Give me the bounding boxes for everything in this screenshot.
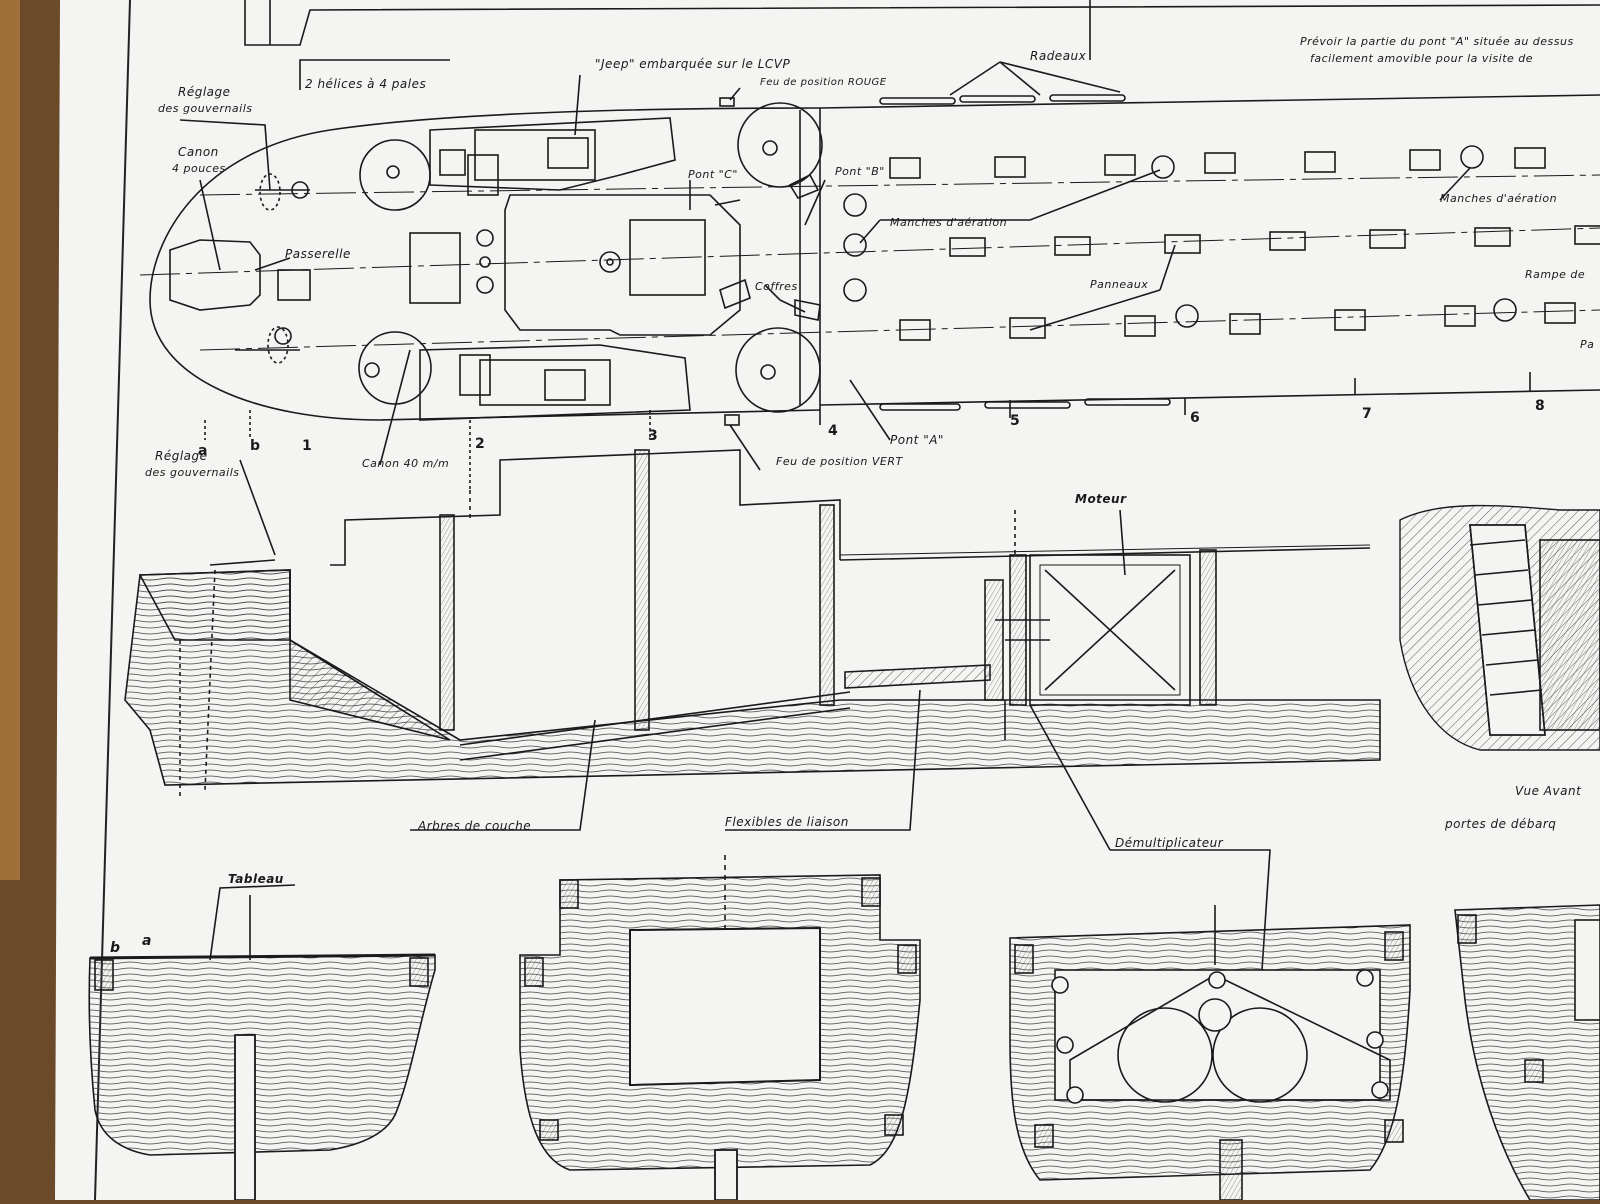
- label-passerelle: Passerelle: [285, 247, 351, 261]
- label-moteur: Moteur: [1075, 492, 1127, 506]
- plan-labels: 2 hélices à 4 pales "Jeep" embarquée sur…: [158, 35, 1594, 470]
- label-vue-avant: Vue Avant: [1515, 784, 1582, 798]
- label-manches-2: Manches d'aération: [1440, 192, 1557, 205]
- station-8: 8: [1535, 398, 1545, 414]
- label-panneaux: Panneaux: [1090, 278, 1148, 291]
- label-feu-rouge: Feu de position ROUGE: [760, 77, 887, 88]
- profile-labels: Réglage des gouvernails Moteur Arbres de…: [145, 449, 1582, 850]
- label-section-a: a: [142, 933, 151, 949]
- label-flexibles: Flexibles de liaison: [725, 815, 849, 829]
- label-gouvernails-top: des gouvernails: [158, 102, 253, 115]
- note-line-2: facilement amovible pour la visite de: [1310, 52, 1533, 65]
- label-jeep: "Jeep" embarquée sur le LCVP: [595, 57, 790, 71]
- label-canon: Canon: [178, 145, 219, 159]
- label-portes: portes de débarq: [1444, 817, 1556, 831]
- label-section-b: b: [110, 940, 120, 956]
- station-b: b: [250, 438, 260, 454]
- station-3: 3: [648, 428, 658, 444]
- label-gouvernails-profile: des gouvernails: [145, 466, 240, 479]
- label-canon-size: 4 pouces: [172, 162, 226, 175]
- station-1: 1: [302, 438, 312, 454]
- note-line-1: Prévoir la partie du pont "A" située au …: [1300, 35, 1574, 48]
- section-views: [88, 855, 1600, 1201]
- section-labels: Tableau b a: [110, 872, 284, 956]
- label-pont-c: Pont "C": [688, 168, 738, 181]
- label-demultiplicateur: Démultiplicateur: [1115, 836, 1224, 850]
- wood-edge: [0, 0, 20, 880]
- station-7: 7: [1362, 406, 1372, 422]
- station-2: 2: [475, 436, 485, 452]
- label-rampe: Rampe de: [1525, 268, 1585, 281]
- label-tableau: Tableau: [228, 872, 284, 886]
- station-6: 6: [1190, 410, 1200, 426]
- label-pont-a: Pont "A": [890, 433, 944, 447]
- label-reglage-top: Réglage: [178, 85, 231, 99]
- station-5: 5: [1010, 413, 1020, 429]
- label-manches-1: Manches d'aération: [890, 216, 1007, 229]
- station-a: a: [198, 443, 207, 459]
- label-helices: 2 hélices à 4 pales: [305, 77, 426, 91]
- label-canon-40: Canon 40 m/m: [362, 457, 449, 470]
- station-4: 4: [828, 423, 838, 439]
- label-reglage-profile: Réglage: [155, 449, 208, 463]
- label-radeaux: Radeaux: [1030, 49, 1087, 63]
- plan-view: [139, 0, 1600, 490]
- label-pa-cut: Pa: [1580, 338, 1594, 351]
- label-arbres: Arbres de couche: [417, 819, 531, 833]
- label-pont-b: Pont "B": [835, 165, 885, 178]
- label-coffres: Coffres: [755, 280, 798, 293]
- label-feu-vert: Feu de position VERT: [776, 455, 903, 468]
- profile-view: [124, 449, 1600, 1001]
